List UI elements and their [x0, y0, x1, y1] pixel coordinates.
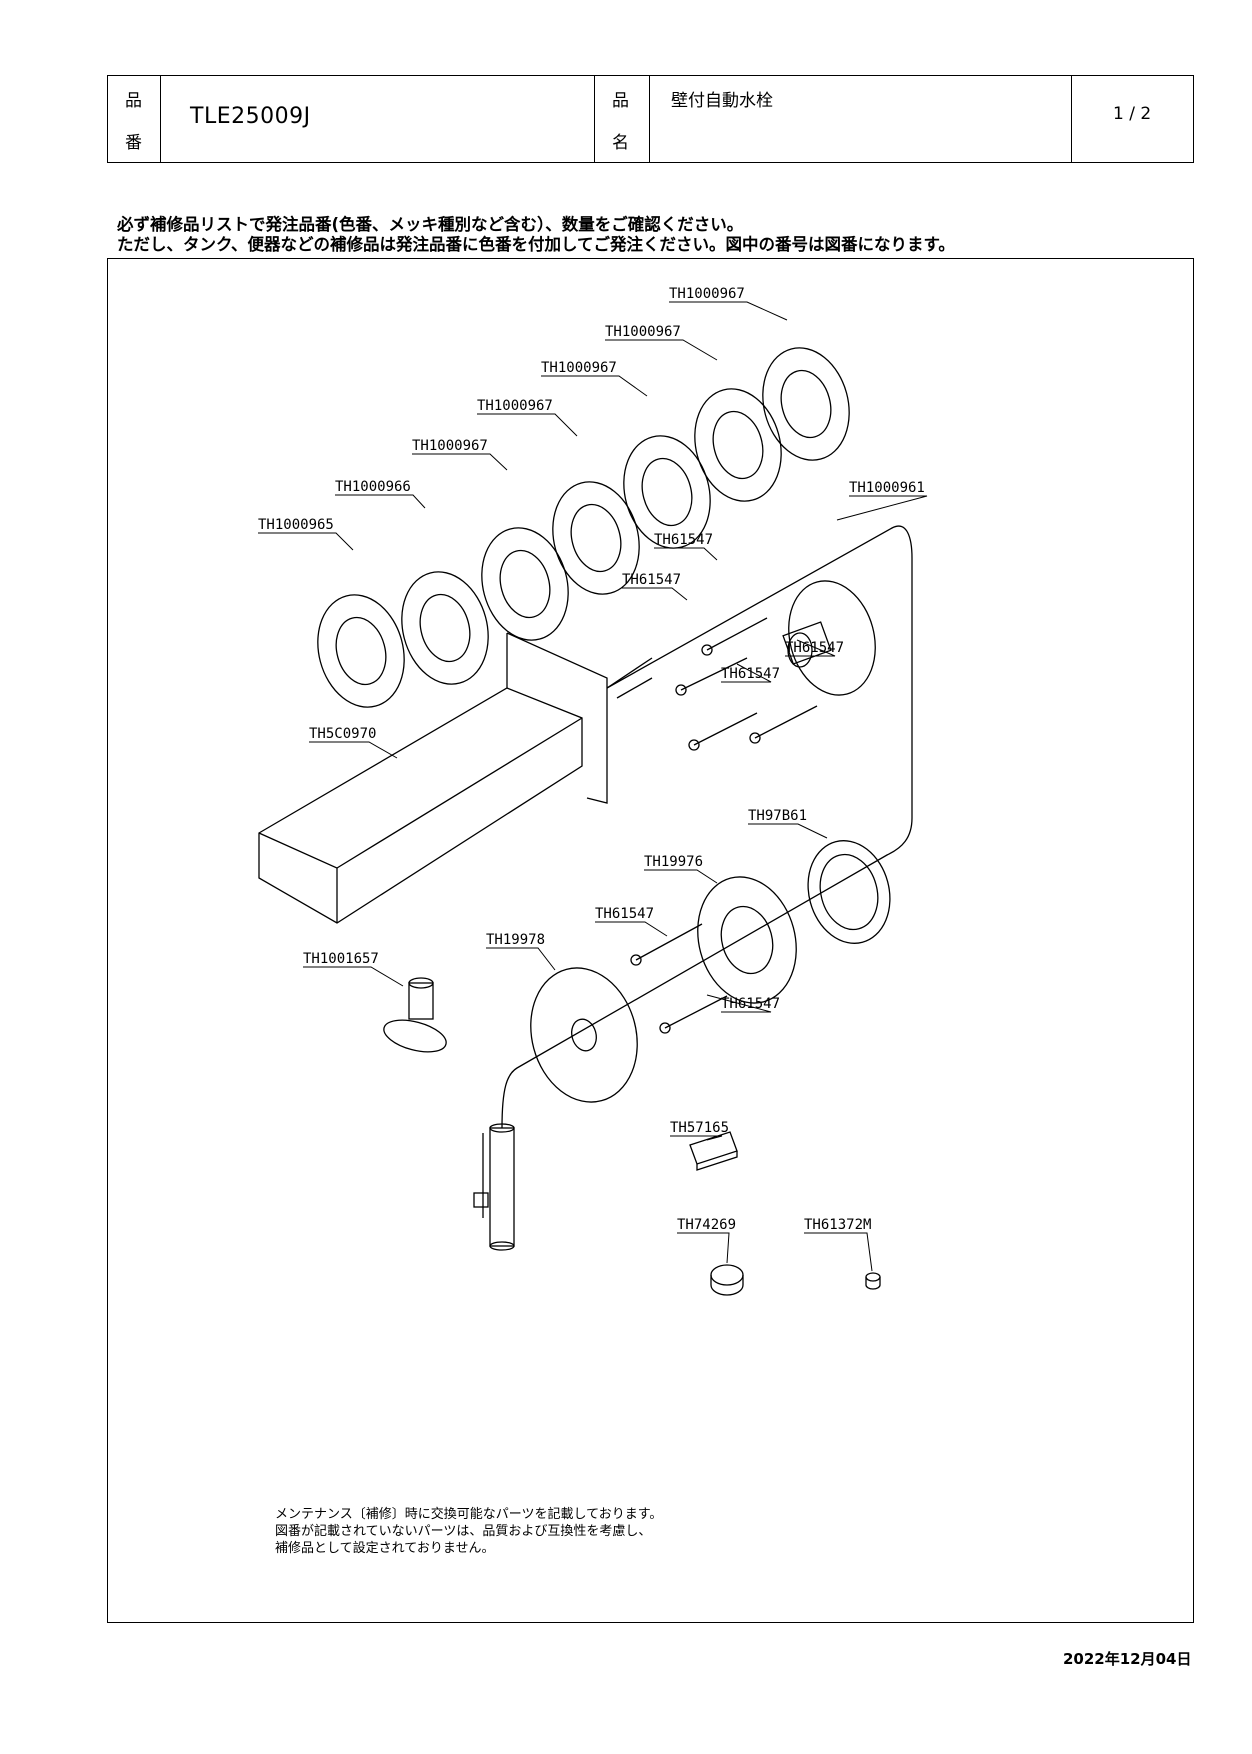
washer-5 — [481, 527, 569, 641]
diagram-frame — [107, 258, 1194, 1623]
washer-7 — [317, 594, 405, 708]
screw-group-upper — [675, 617, 818, 751]
label-washer-4: TH1000967 — [477, 398, 553, 414]
divider — [1071, 76, 1072, 162]
label-washer-7: TH1000965 — [258, 517, 334, 533]
label-washer-2: TH1000967 — [605, 324, 681, 340]
page-number: 1 / 2 — [1113, 104, 1152, 124]
footnote-line-2: 図番が記載されていないパーツは、品質および互換性を考慮し、 — [275, 1524, 652, 1539]
label-screw-2: TH61547 — [622, 572, 681, 588]
divider — [160, 76, 161, 162]
label-washer-6: TH1000966 — [335, 479, 411, 495]
label-screw-4: TH61547 — [721, 666, 780, 682]
label-flange-plate: TH1000961 — [849, 480, 925, 496]
part-labels: TH1000967 TH1000967 TH1000967 TH1000967 … — [258, 286, 925, 1233]
hinmei-label-top: 品 — [612, 91, 629, 111]
clamp — [710, 1264, 744, 1296]
product-name: 壁付自動水栓 — [671, 91, 773, 111]
flange-plate — [782, 580, 876, 696]
leader-lines — [258, 301, 928, 1272]
label-mounting-flange: TH19976 — [644, 854, 703, 870]
supply-tube — [501, 525, 913, 1129]
key-tool — [383, 977, 447, 1053]
title-block: 品 番 TLE25009J 品 名 壁付自動水栓 1 / 2 — [107, 75, 1194, 163]
sensor-unit — [473, 1123, 515, 1251]
label-washer-3: TH1000967 — [541, 360, 617, 376]
label-screw-1: TH61547 — [654, 532, 713, 548]
hinban-label-bottom: 番 — [125, 133, 142, 153]
hinmei-label-bottom: 名 — [612, 133, 629, 153]
small-nut — [865, 1272, 881, 1290]
issue-date: 2022年12月04日 — [1063, 1650, 1192, 1668]
washer-2 — [694, 388, 782, 502]
label-cover-plate: TH19978 — [486, 932, 545, 948]
washer-4 — [552, 481, 640, 595]
label-tape-pad: TH57165 — [670, 1120, 729, 1136]
label-small-nut: TH61372M — [804, 1217, 871, 1233]
label-key-tool: TH1001657 — [303, 951, 379, 967]
label-gasket-ring: TH97B61 — [748, 808, 807, 824]
exploded-parts-diagram: TH1000967 TH1000967 TH1000967 TH1000967 … — [258, 286, 928, 1296]
label-spout: TH5C0970 — [309, 726, 376, 742]
spout — [258, 632, 653, 924]
tape-pad — [689, 1131, 738, 1171]
label-screw-5: TH61547 — [595, 906, 654, 922]
label-washer-1: TH1000967 — [669, 286, 745, 302]
hinban-label-top: 品 — [125, 91, 142, 111]
label-screw-3: TH61547 — [785, 640, 844, 656]
washer-1 — [762, 347, 850, 461]
order-note-line-1: 必ず補修品リストで発注品番(色番、メッキ種別など含む）、数量をご確認ください。 — [117, 215, 744, 234]
gasket-ring — [807, 840, 891, 944]
divider — [594, 76, 595, 162]
order-note-line-2: ただし、タンク、便器などの補修品は発注品番に色番を付加してご発注ください。図中の… — [117, 235, 955, 254]
cover-plate — [530, 967, 638, 1103]
label-washer-5: TH1000967 — [412, 438, 488, 454]
mounting-flange — [697, 876, 797, 1004]
footnote-line-3: 補修品として設定されておりません。 — [275, 1541, 495, 1556]
screw-group-lower — [630, 923, 728, 1034]
washer-3 — [623, 435, 711, 549]
label-screw-6: TH61547 — [721, 996, 780, 1012]
washer-6 — [401, 571, 489, 685]
footnote-line-1: メンテナンス〔補修〕時に交換可能なパーツを記載しております。 — [275, 1507, 663, 1522]
label-clamp: TH74269 — [677, 1217, 736, 1233]
washer-stack — [317, 347, 850, 708]
product-code: TLE25009J — [190, 104, 311, 129]
divider — [649, 76, 650, 162]
